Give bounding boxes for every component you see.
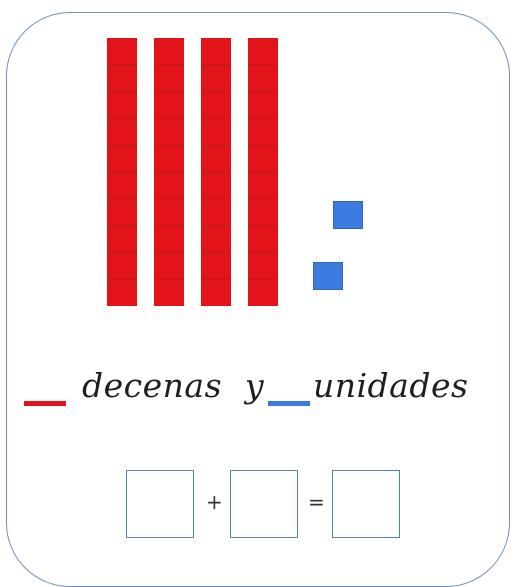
rod-segment [107, 92, 137, 119]
rod-segment [154, 38, 184, 65]
rod-segment [201, 173, 231, 200]
rod-segment [201, 146, 231, 173]
equals-sign: = [308, 490, 325, 514]
tens-units-sentence: decenas y unidades [0, 360, 517, 420]
rod-segment [201, 253, 231, 280]
rod-segment [154, 173, 184, 200]
rod-segment [107, 280, 137, 306]
tens-rod [154, 38, 184, 306]
rod-segment [201, 65, 231, 92]
rod-segment [154, 226, 184, 253]
rod-segment [201, 119, 231, 146]
rod-segment [248, 226, 278, 253]
total-answer-box[interactable] [332, 470, 400, 538]
tens-answer-box[interactable] [126, 470, 194, 538]
rod-segment [154, 199, 184, 226]
tens-rod [201, 38, 231, 306]
rod-segment [107, 65, 137, 92]
rod-segment [248, 146, 278, 173]
rod-segment [107, 146, 137, 173]
rod-segment [248, 199, 278, 226]
conjunction-word: y [245, 366, 264, 405]
rod-segment [154, 280, 184, 306]
unit-cube [313, 262, 343, 290]
rod-segment [154, 65, 184, 92]
rod-segment [248, 38, 278, 65]
plus-sign: + [206, 490, 223, 514]
rod-segment [154, 92, 184, 119]
rod-segment [107, 226, 137, 253]
rod-segment [248, 280, 278, 306]
tens-answer-blank[interactable] [24, 401, 66, 406]
rod-segment [201, 226, 231, 253]
units-answer-blank[interactable] [268, 401, 310, 406]
unit-cube [333, 201, 363, 229]
tens-rod [107, 38, 137, 306]
rod-segment [107, 199, 137, 226]
rod-segment [107, 38, 137, 65]
rod-segment [154, 146, 184, 173]
units-word: unidades [313, 366, 468, 405]
rod-segment [107, 173, 137, 200]
rod-segment [248, 119, 278, 146]
tens-word: decenas [82, 366, 222, 405]
rod-segment [248, 173, 278, 200]
rod-segment [201, 92, 231, 119]
units-answer-box[interactable] [230, 470, 298, 538]
rod-segment [154, 119, 184, 146]
rod-segment [248, 253, 278, 280]
rod-segment [107, 119, 137, 146]
rod-segment [248, 92, 278, 119]
tens-rod [248, 38, 278, 306]
rod-segment [154, 253, 184, 280]
rod-segment [201, 38, 231, 65]
rod-segment [201, 199, 231, 226]
rod-segment [107, 253, 137, 280]
rod-segment [201, 280, 231, 306]
rod-segment [248, 65, 278, 92]
